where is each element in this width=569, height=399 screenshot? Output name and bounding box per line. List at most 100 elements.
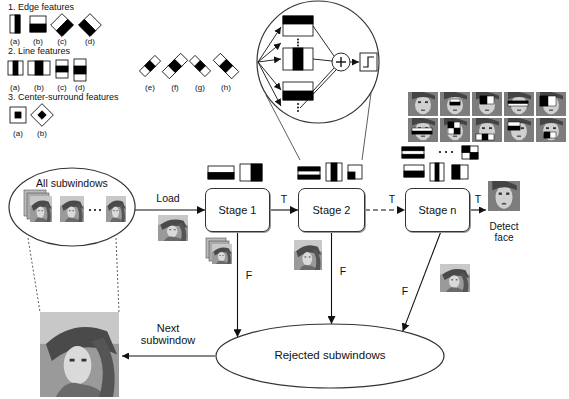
face-feature-examples — [544, 132, 556, 138]
face-feature-examples — [536, 118, 566, 142]
ellipsis-dots — [439, 151, 441, 153]
weak-classifier-zoom — [257, 1, 379, 160]
source-image — [40, 312, 119, 397]
face-feature-examples — [450, 99, 460, 105]
flow-arrows — [122, 355, 215, 356]
line-feature-icons — [139, 55, 160, 76]
subwindow-thumbnails — [24, 190, 126, 222]
weak-classifier-zoom — [313, 59, 332, 61]
center-surround-icons — [10, 107, 26, 123]
face-feature-examples — [540, 96, 556, 106]
face-feature-examples — [454, 128, 460, 134]
line-feature-icons — [162, 53, 187, 78]
stage-feature-icons — [298, 167, 320, 179]
line-feature-icons — [189, 55, 210, 76]
line-feature-icons — [195, 61, 206, 72]
feature-letter: (d) — [75, 84, 85, 93]
stage-box: Stage 2 — [298, 188, 365, 232]
detected-face-image — [488, 180, 520, 211]
face-feature-examples — [408, 118, 438, 142]
edge-label: F — [340, 266, 346, 278]
weak-classifier-zoom — [340, 57, 341, 67]
weak-classifier-zoom — [300, 70, 336, 108]
ellipse-outline — [216, 324, 444, 388]
edge-feature-icons — [30, 24, 46, 32]
loaded-subwindow — [158, 215, 188, 241]
edge-feature-icons — [10, 14, 101, 37]
weak-classifier-zoom — [297, 39, 299, 113]
weak-classifier-zoom — [313, 26, 334, 56]
edge-feature-icons — [51, 14, 74, 37]
feature-letter: (e) — [145, 84, 155, 93]
face-feature-examples — [476, 134, 494, 140]
center-surround-icons — [10, 104, 53, 127]
flow-connector — [270, 209, 298, 210]
face-feature-examples — [450, 102, 460, 105]
stage-feature-icons — [208, 166, 234, 179]
line-feature-icons — [13, 61, 18, 75]
edge-label: F — [246, 270, 252, 282]
subwindow-thumbnails — [106, 196, 126, 222]
stage-feature-icons — [430, 163, 444, 181]
weak-classifier-zoom — [266, 93, 371, 160]
stage-feature-icons — [251, 164, 262, 181]
face-feature-examples — [472, 118, 502, 142]
weak-classifier-zoom — [283, 82, 313, 100]
feature-group-title: 2. Line features — [8, 47, 70, 57]
face-feature-examples — [480, 96, 494, 104]
weak-classifier-zoom — [297, 103, 299, 105]
weak-classifier-zoom — [297, 42, 299, 44]
stage-feature-icons — [298, 167, 320, 171]
face-feature-examples — [504, 92, 534, 116]
edge-label: T — [281, 194, 287, 206]
rejected-sample-images — [440, 264, 470, 292]
weak-classifier-zoom — [297, 45, 299, 47]
face-feature-examples — [440, 92, 470, 116]
face-feature-examples — [440, 118, 470, 142]
face-feature-examples — [408, 92, 438, 116]
line-feature-icons — [56, 66, 68, 72]
line-feature-icons — [168, 59, 181, 72]
line-feature-icons — [162, 53, 187, 78]
weak-classifier-zoom — [266, 95, 300, 160]
output-label: Detect face — [484, 221, 524, 243]
face-feature-examples — [448, 122, 460, 134]
ellipse-outline — [9, 168, 135, 246]
weak-classifier-zoom — [297, 107, 299, 109]
weak-classifier-zoom — [283, 16, 313, 24]
face-feature-examples — [536, 92, 566, 116]
edge-feature-icons — [56, 19, 73, 36]
stage-feature-icons — [348, 165, 362, 179]
face-feature-examples — [480, 96, 487, 104]
stage-feature-icons — [435, 163, 439, 181]
weak-classifier-zoom — [258, 27, 281, 62]
line-feature-icons — [74, 66, 86, 74]
flow-connector — [135, 209, 205, 210]
flow-arrows — [470, 209, 486, 210]
subwindow-thumbnails — [89, 209, 91, 211]
stage-feature-icons — [462, 146, 470, 153]
line-feature-icons — [8, 53, 239, 81]
ellipsis-dots — [445, 151, 447, 153]
feature-group-title: 1. Edge features — [8, 3, 74, 13]
rejected-ellipse: Rejected subwindows — [215, 323, 445, 389]
line-feature-icons — [56, 60, 68, 78]
stage-feature-icons — [462, 146, 478, 159]
zoom-leader-lines — [116, 238, 119, 312]
line-feature-icons — [74, 59, 86, 81]
weak-classifier-zoom — [362, 93, 371, 160]
feature-letter: (a) — [10, 38, 20, 47]
feature-letter: (d) — [85, 38, 95, 47]
face-feature-examples — [540, 96, 548, 106]
line-feature-icons — [145, 61, 156, 72]
node-text: Stage 2 — [313, 204, 351, 217]
line-feature-icons — [219, 59, 232, 72]
ellipsis-dots — [439, 151, 453, 153]
face-feature-examples — [508, 101, 528, 104]
face-feature-examples — [408, 92, 566, 142]
flow-connector — [365, 209, 405, 210]
face-feature-examples — [482, 134, 488, 140]
weak-classifier-zoom — [283, 48, 313, 70]
edge-feature-icons — [79, 19, 96, 36]
